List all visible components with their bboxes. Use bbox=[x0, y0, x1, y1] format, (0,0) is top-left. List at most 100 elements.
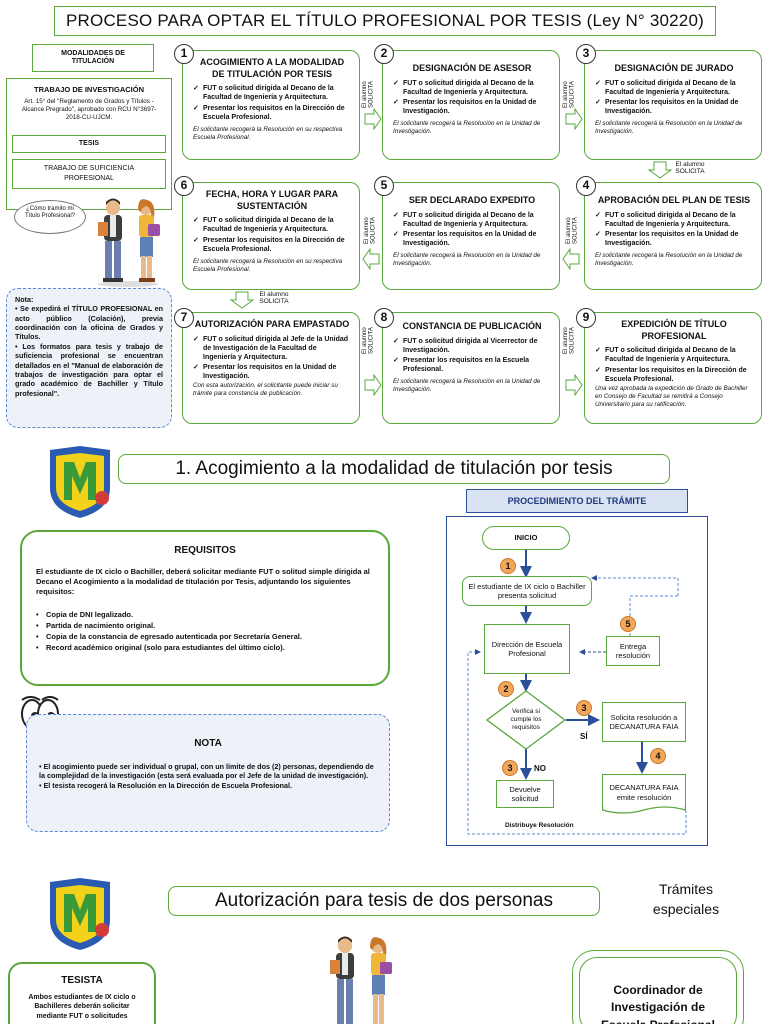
step-item: Presentar los requisitos en la Unidad de… bbox=[393, 98, 551, 116]
step-note: El solicitante recogerá la Resolución en… bbox=[595, 252, 753, 268]
nota-title: Nota: bbox=[15, 295, 163, 304]
arrow-right-icon bbox=[364, 108, 382, 130]
nota-title: NOTA bbox=[39, 737, 377, 750]
trabajo-title: TRABAJO DE INVESTIGACIÓN bbox=[11, 85, 167, 94]
flow-number: 3 bbox=[502, 760, 518, 776]
students-illustration bbox=[320, 934, 400, 1024]
step-item: Presentar los requisitos en la Dirección… bbox=[193, 236, 351, 254]
step-number-2: 2 bbox=[374, 44, 394, 64]
solicita-label: El alumno SOLICITA bbox=[563, 316, 576, 366]
requisito-item: Partida de nacimiento original. bbox=[36, 621, 374, 631]
tesista-text: Ambos estudiantes de IX ciclo o Bachille… bbox=[20, 993, 144, 1021]
flow-number: 1 bbox=[500, 558, 516, 574]
step-item: FUT o solicitud dirigida al Decano de la… bbox=[393, 79, 551, 97]
requisitos-intro: El estudiante de IX ciclo o Bachiller, d… bbox=[36, 567, 374, 596]
requisitos-title: REQUISITOS bbox=[36, 544, 374, 557]
nota-item: • Se expedirá el TÍTULO PROFESIONAL en a… bbox=[15, 304, 163, 341]
flow-document-wave bbox=[602, 806, 686, 814]
university-logo-icon bbox=[44, 444, 116, 520]
step-item: Presentar los requisitos en la Escuela P… bbox=[393, 356, 551, 374]
sidebar-nota: Nota: • Se expedirá el TÍTULO PROFESIONA… bbox=[6, 288, 172, 428]
step-number-6: 6 bbox=[174, 176, 194, 196]
flow-distribuye: Distribuye Resolución bbox=[505, 822, 574, 829]
university-logo-icon bbox=[44, 876, 116, 952]
flow-entrega: Entrega resolución bbox=[606, 636, 660, 666]
flow-no-label: NO bbox=[534, 764, 546, 773]
section1-nota: NOTA • El acogimiento puede ser individu… bbox=[26, 714, 390, 832]
step-item: Presentar los requisitos en la Unidad de… bbox=[393, 230, 551, 248]
nota-item: • El acogimiento puede ser individual o … bbox=[39, 762, 377, 781]
arrow-right-icon bbox=[565, 108, 583, 130]
requisito-item: Record académico original (solo para est… bbox=[36, 643, 374, 653]
step-title: CONSTANCIA DE PUBLICACIÓN bbox=[393, 321, 551, 333]
trabajo-text: Art. 15° del "Reglamento de Grados y Tít… bbox=[11, 98, 167, 123]
nota-item: • El tesista recogerá la Resolución en l… bbox=[39, 781, 377, 790]
step-item: Presentar los requisitos en la Unidad de… bbox=[193, 363, 351, 381]
step-item: FUT o solicitud dirigida al Vicerrector … bbox=[393, 337, 551, 355]
flow-number: 3 bbox=[576, 700, 592, 716]
speech-bubble: ¿Cómo tramito mi Título Profesional? bbox=[14, 200, 86, 234]
requisito-item: Copia de la constancia de egresado auten… bbox=[36, 632, 374, 642]
solicita-label: El alumno SOLICITA bbox=[362, 316, 375, 366]
step-item: FUT o solicitud dirigida al Decano de la… bbox=[193, 216, 351, 234]
step-9: EXPEDICIÓN DE TÍTULO PROFESIONAL FUT o s… bbox=[584, 312, 762, 424]
step-note: El solicitante recogerá la Resolución en… bbox=[193, 126, 351, 142]
step-item: FUT o solicitud dirigida al Decano de la… bbox=[595, 211, 753, 229]
flow-si-label: SÍ bbox=[580, 732, 588, 741]
step-number-5: 5 bbox=[374, 176, 394, 196]
step-item: FUT o solicitud dirigida al Jefe de la U… bbox=[193, 335, 351, 362]
arrow-down-icon bbox=[230, 291, 254, 309]
step-5: SER DECLARADO EXPEDITO FUT o solicitud d… bbox=[382, 182, 560, 290]
step-title: APROBACIÓN DEL PLAN DE TESIS bbox=[595, 195, 753, 207]
flow-direccion: Dirección de Escuela Profesional bbox=[484, 624, 570, 674]
step-number-9: 9 bbox=[576, 308, 596, 328]
step-title: AUTORIZACIÓN PARA EMPASTADO bbox=[193, 319, 351, 331]
step-item: Presentar los requisitos en la Dirección… bbox=[193, 104, 351, 122]
flow-inicio: INICIO bbox=[482, 526, 570, 550]
step-title: ACOGIMIENTO A LA MODALIDAD DE TITULACIÓN… bbox=[193, 57, 351, 80]
section1-title: 1. Acogimiento a la modalidad de titulac… bbox=[118, 454, 670, 484]
procedimiento-header: PROCEDIMIENTO DEL TRÁMITE bbox=[466, 489, 688, 513]
step-note: El solicitante recogerá la Resolución en… bbox=[393, 120, 551, 136]
step-number-8: 8 bbox=[374, 308, 394, 328]
step-3: DESIGNACIÓN DE JURADO FUT o solicitud di… bbox=[584, 50, 762, 160]
students-illustration bbox=[88, 196, 168, 288]
step-item: FUT o solicitud dirigida al Decano de la… bbox=[595, 79, 753, 97]
flow-number: 4 bbox=[650, 748, 666, 764]
bubble-text: ¿Cómo tramito mi Título Profesional? bbox=[25, 206, 75, 219]
step-6: FECHA, HORA Y LUGAR PARA SUSTENTACIÓN FU… bbox=[182, 182, 360, 290]
page-title: PROCESO PARA OPTAR EL TÍTULO PROFESIONAL… bbox=[54, 6, 716, 36]
requisito-item: Copia de DNI legalizado. bbox=[36, 610, 374, 620]
step-item: FUT o solicitud dirigida al Decano de la… bbox=[393, 211, 551, 229]
step-note: El solicitante recogerá la Resolución en… bbox=[393, 252, 551, 268]
step-item: Presentar los requisitos en la Dirección… bbox=[595, 366, 753, 384]
step-item: FUT o solicitud dirigida al Decano de la… bbox=[193, 84, 351, 102]
tesis-box: TESIS bbox=[12, 135, 166, 153]
flow-number: 5 bbox=[620, 616, 636, 632]
step-title: DESIGNACIÓN DE ASESOR bbox=[393, 63, 551, 75]
step-item: FUT o solicitud dirigida al Decano de la… bbox=[595, 346, 753, 364]
flow-solicita-resolucion: Solicita resolución a DECANATURA FAIA bbox=[602, 702, 686, 742]
step-1: ACOGIMIENTO A LA MODALIDAD DE TITULACIÓN… bbox=[182, 50, 360, 160]
step-2: DESIGNACIÓN DE ASESOR FUT o solicitud di… bbox=[382, 50, 560, 160]
flow-verifica: Verifica si cumple los requisitos bbox=[504, 708, 548, 731]
tramites-especiales: Trámites especiales bbox=[638, 880, 734, 919]
step-8: CONSTANCIA DE PUBLICACIÓN FUT o solicitu… bbox=[382, 312, 560, 424]
flow-estudiante: El estudiante de IX ciclo o Bachiller pr… bbox=[462, 576, 592, 606]
arrow-down-icon bbox=[648, 161, 672, 179]
step-number-4: 4 bbox=[576, 176, 596, 196]
step-item: Presentar los requisitos en la Unidad de… bbox=[595, 98, 753, 116]
step-note: Una vez aprobada la expedición de Grado … bbox=[595, 385, 753, 410]
step-number-1: 1 bbox=[174, 44, 194, 64]
coordinador-box: Coordinador de Investigación de Escuela … bbox=[572, 950, 744, 1024]
step-7: AUTORIZACIÓN PARA EMPASTADO FUT o solici… bbox=[182, 312, 360, 424]
step-title: EXPEDICIÓN DE TÍTULO PROFESIONAL bbox=[595, 319, 753, 342]
requisitos-box: REQUISITOS El estudiante de IX ciclo o B… bbox=[20, 530, 390, 686]
step-note: El solicitante recogerá la Resolución en… bbox=[193, 258, 351, 274]
arrow-left-icon bbox=[562, 248, 580, 270]
step-title: DESIGNACIÓN DE JURADO bbox=[595, 63, 753, 75]
flow-devuelve: Devuelve solicitud bbox=[496, 780, 554, 808]
flow-decanatura: DECANATURA FAIA emite resolución bbox=[602, 774, 686, 810]
